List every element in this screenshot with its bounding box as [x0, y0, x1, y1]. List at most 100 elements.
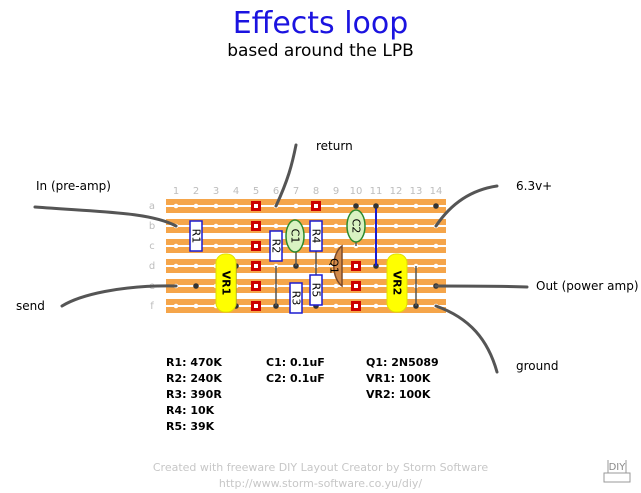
track-cut-center	[314, 204, 318, 208]
column-label: 4	[233, 186, 239, 197]
strip-hole	[233, 223, 239, 229]
ground-wire	[434, 304, 499, 374]
lead-wires	[33, 143, 529, 374]
track-cut-center	[354, 264, 358, 268]
diagram-subtitle: based around the LPB	[227, 41, 414, 61]
track-cut-center	[254, 204, 258, 208]
input-label: In (pre-amp)	[36, 179, 111, 193]
row-label: d	[149, 261, 155, 272]
column-label: 2	[193, 186, 199, 197]
part-vr2: VR2: 100K	[366, 388, 431, 401]
column-label: 6	[273, 186, 279, 197]
strip-hole	[333, 243, 339, 249]
resistor-label: R2	[270, 239, 283, 254]
track-cut-center	[354, 284, 358, 288]
strip-hole	[193, 203, 199, 209]
strip-hole	[373, 283, 379, 289]
strip-hole	[173, 303, 179, 309]
potentiometer-label: VR1	[220, 271, 233, 296]
resistor-body	[289, 282, 303, 314]
strip-hole	[173, 243, 179, 249]
row-label: c	[149, 241, 155, 252]
strip-hole	[293, 203, 299, 209]
track-cut-center	[254, 244, 258, 248]
part-q1: Q1: 2N5089	[366, 356, 439, 369]
credit-line: Created with freeware DIY Layout Creator…	[152, 461, 489, 474]
column-label: 11	[370, 186, 383, 197]
part-r2: R2: 240K	[166, 372, 222, 385]
send-wire	[60, 284, 178, 308]
potentiometer-label: VR2	[391, 271, 404, 296]
supply-label: 6.3v+	[516, 179, 553, 193]
strip-hole	[413, 243, 419, 249]
diagram-title: Effects loop	[232, 6, 409, 41]
strip-hole	[333, 283, 339, 289]
strip-hole	[413, 223, 419, 229]
resistor-label: R5	[310, 283, 323, 298]
track-cut-center	[254, 264, 258, 268]
input-wire	[33, 205, 178, 228]
strip-hole	[213, 243, 219, 249]
part-r3: R3: 390R	[166, 388, 222, 401]
strip-hole	[193, 303, 199, 309]
column-label: 3	[213, 186, 219, 197]
row-label: f	[150, 301, 154, 312]
capacitor-label: C2	[350, 219, 363, 234]
strip-hole	[193, 263, 199, 269]
transistor-body	[333, 244, 343, 288]
strip-hole	[173, 203, 179, 209]
track-cut-center	[254, 304, 258, 308]
return-wire	[274, 143, 298, 208]
part-c2: C2: 0.1uF	[266, 372, 325, 385]
part-r1: R1: 470K	[166, 356, 222, 369]
column-label: 5	[253, 186, 259, 197]
column-label: 1	[173, 186, 179, 197]
resistor-label: R1	[190, 229, 203, 244]
capacitor-label: C1	[289, 229, 302, 244]
part-r4: R4: 10K	[166, 404, 215, 417]
parts-list-capacitors: C1: 0.1uF C2: 0.1uF	[266, 355, 325, 387]
column-label: 14	[430, 186, 443, 197]
solder-point	[353, 203, 359, 209]
part-vr1: VR1: 100K	[366, 372, 431, 385]
part-c1: C1: 0.1uF	[266, 356, 325, 369]
strip-hole	[333, 223, 339, 229]
resistor-body	[269, 230, 283, 262]
parts-list-resistors: R1: 470K R2: 240K R3: 390R R4: 10K R5: 3…	[166, 355, 222, 435]
track-cuts	[251, 201, 361, 311]
capacitor-body	[285, 219, 305, 253]
solder-point	[193, 283, 199, 289]
credit-url: http://www.storm-software.co.yu/diy/	[218, 477, 423, 490]
resistor-label: R4	[310, 229, 323, 244]
strip-hole	[393, 223, 399, 229]
strip-hole	[173, 263, 179, 269]
row-label: a	[149, 201, 155, 212]
column-label: 10	[350, 186, 363, 197]
column-label: 7	[293, 186, 299, 197]
column-label: 8	[313, 186, 319, 197]
output-label: Out (power amp)	[536, 279, 639, 293]
ground-label: ground	[516, 359, 559, 373]
strip-hole	[393, 243, 399, 249]
return-label: return	[316, 139, 353, 153]
part-r5: R5: 39K	[166, 420, 215, 433]
send-label: send	[16, 299, 45, 313]
potentiometer-body	[215, 253, 237, 313]
strip-hole	[413, 203, 419, 209]
strip-hole	[233, 243, 239, 249]
diy-logo-text: DIY	[609, 462, 627, 473]
strip-hole	[373, 303, 379, 309]
solder-point	[373, 203, 379, 209]
track-cut-center	[254, 284, 258, 288]
row-label: b	[149, 221, 155, 232]
strip-hole	[433, 243, 439, 249]
resistor-body	[309, 274, 323, 306]
column-label: 9	[333, 186, 339, 197]
capacitor-body	[346, 209, 366, 243]
strip-hole	[213, 223, 219, 229]
strip-hole	[393, 203, 399, 209]
supply-wire	[434, 184, 499, 228]
resistor-label: R3	[290, 291, 303, 306]
